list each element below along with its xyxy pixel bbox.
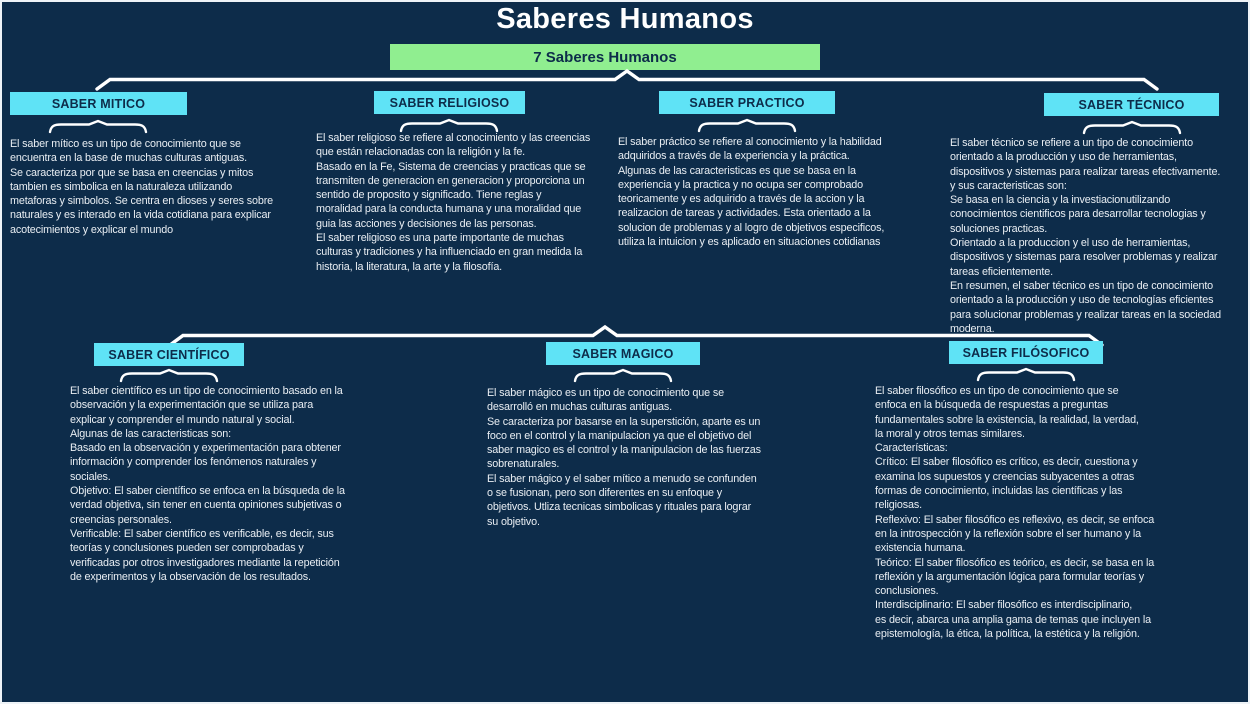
row2-brace-connector bbox=[168, 324, 1104, 347]
sub-brace-practico bbox=[697, 118, 797, 133]
branch-label-text: SABER FILÓSOFICO bbox=[962, 345, 1090, 360]
branch-label-saber-practico[interactable]: SABER PRACTICO bbox=[659, 91, 835, 114]
branch-description-saber-practico: El saber práctico se refiere al conocimi… bbox=[618, 136, 885, 249]
branch-label-text: SABER CIENTÍFICO bbox=[108, 347, 230, 362]
branch-description-saber-cientifico: El saber científico es un tipo de conoci… bbox=[70, 385, 345, 583]
branch-label-text: SABER MAGICO bbox=[572, 346, 674, 361]
sub-brace-filosofico bbox=[976, 367, 1076, 382]
branch-label-text: SABER TÉCNICO bbox=[1078, 97, 1185, 112]
branch-description-saber-tecnico: El saber técnico se refiere a un tipo de… bbox=[950, 137, 1221, 335]
branch-label-text: SABER MITICO bbox=[51, 96, 146, 111]
branch-label-saber-magico[interactable]: SABER MAGICO bbox=[546, 342, 700, 365]
sub-brace-tecnico bbox=[1082, 120, 1182, 135]
sub-brace-magico bbox=[573, 368, 673, 383]
branch-label-saber-filosofico[interactable]: SABER FILÓSOFICO bbox=[949, 341, 1103, 364]
page-title: Saberes Humanos bbox=[496, 3, 754, 35]
branch-label-text: SABER PRACTICO bbox=[689, 95, 805, 110]
branch-label-saber-religioso[interactable]: SABER RELIGIOSO bbox=[374, 91, 525, 114]
branch-label-saber-mitico[interactable]: SABER MITICO bbox=[10, 92, 187, 115]
branch-label-saber-tecnico[interactable]: SABER TÉCNICO bbox=[1044, 93, 1219, 116]
branch-description-saber-filosofico: El saber filosófico es un tipo de conoci… bbox=[875, 385, 1155, 641]
branch-description-saber-mitico: El saber mítico es un tipo de conocimien… bbox=[10, 138, 273, 236]
sub-brace-mitico bbox=[48, 119, 148, 134]
branch-description-saber-religioso: El saber religioso se refiere al conocim… bbox=[316, 132, 591, 273]
root-node[interactable]: 7 Saberes Humanos bbox=[390, 44, 820, 70]
branch-description-saber-magico: El saber mágico es un tipo de conocimien… bbox=[487, 387, 761, 528]
sub-brace-cientifico bbox=[119, 368, 219, 383]
root-node-label: 7 Saberes Humanos bbox=[533, 48, 677, 66]
branch-label-saber-cientifico[interactable]: SABER CIENTÍFICO bbox=[94, 343, 244, 366]
row1-brace-connector bbox=[95, 68, 1159, 91]
sub-brace-religioso bbox=[399, 118, 499, 133]
branch-label-text: SABER RELIGIOSO bbox=[389, 95, 510, 110]
